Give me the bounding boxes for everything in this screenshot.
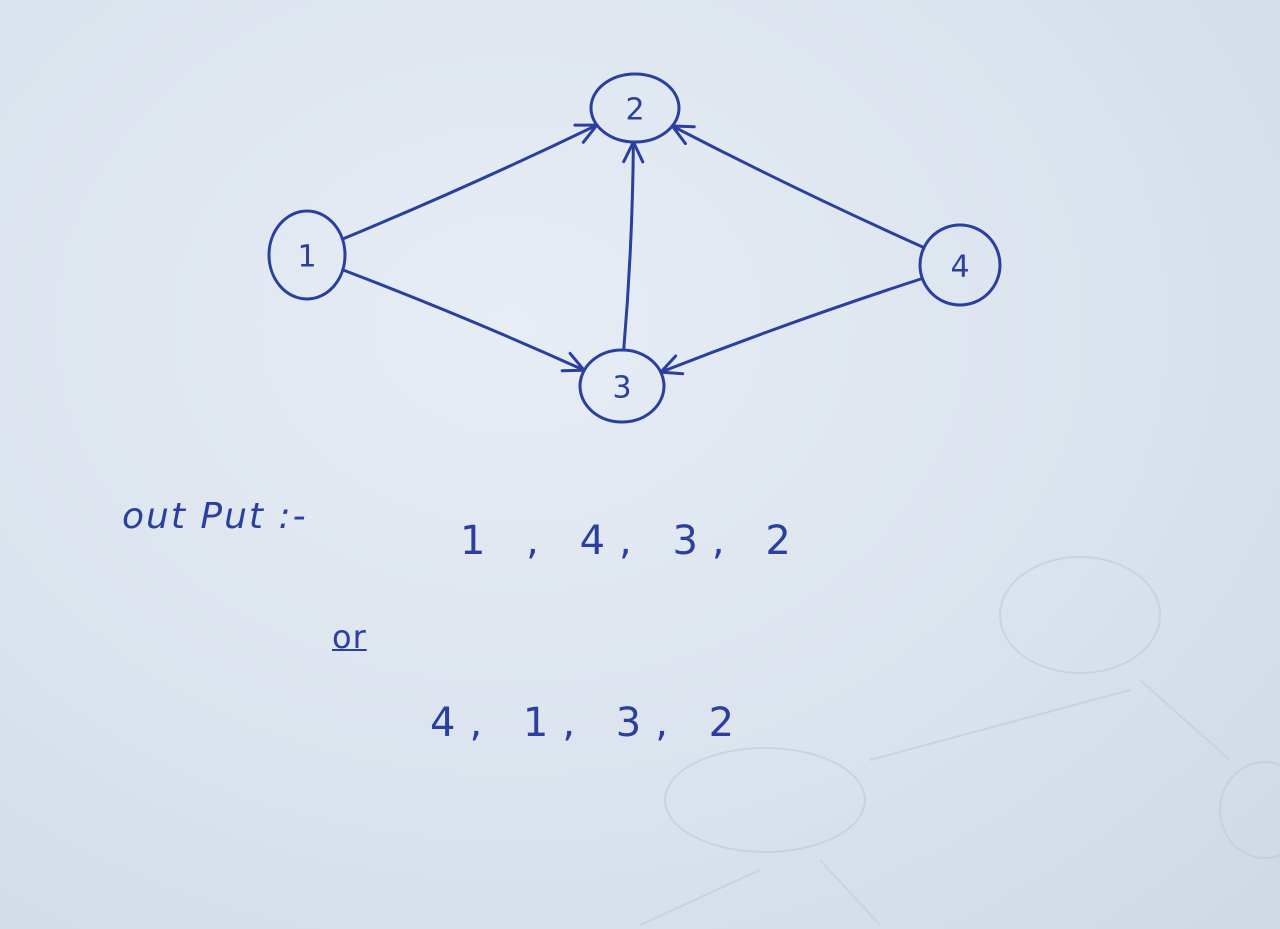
node-circle — [267, 209, 347, 301]
edge-3-to-2 — [622, 140, 645, 352]
edge-1-to-3 — [341, 268, 586, 373]
node-label: 3 — [612, 371, 631, 406]
edge-line — [659, 277, 924, 374]
node-3: 3 — [578, 348, 666, 424]
node-circle — [918, 223, 1002, 307]
output-sequence-2: 4, 1, 3, 2 — [430, 700, 749, 746]
or-label: or — [332, 618, 367, 656]
nodes-layer: 1 2 3 4 — [267, 72, 1002, 424]
node-2: 2 — [589, 72, 681, 144]
edge-1-to-2 — [340, 123, 599, 241]
edge-line — [622, 140, 635, 352]
node-circle — [589, 72, 681, 144]
node-label: 2 — [625, 93, 644, 128]
edge-4-to-2 — [670, 124, 926, 250]
edge-4-to-3 — [659, 277, 924, 376]
edge-line — [670, 124, 926, 250]
edges-layer — [340, 123, 926, 376]
edge-line — [340, 123, 599, 241]
bleed-through-marks — [639, 556, 1280, 926]
node-label: 1 — [297, 240, 316, 275]
output-sequence-1: 1 , 4, 3, 2 — [460, 518, 805, 564]
node-circle — [578, 348, 666, 424]
node-label: 4 — [950, 250, 969, 285]
node-1: 1 — [267, 209, 347, 301]
output-label: out Put :- — [122, 496, 308, 537]
edge-line — [341, 268, 586, 372]
node-4: 4 — [918, 223, 1002, 307]
